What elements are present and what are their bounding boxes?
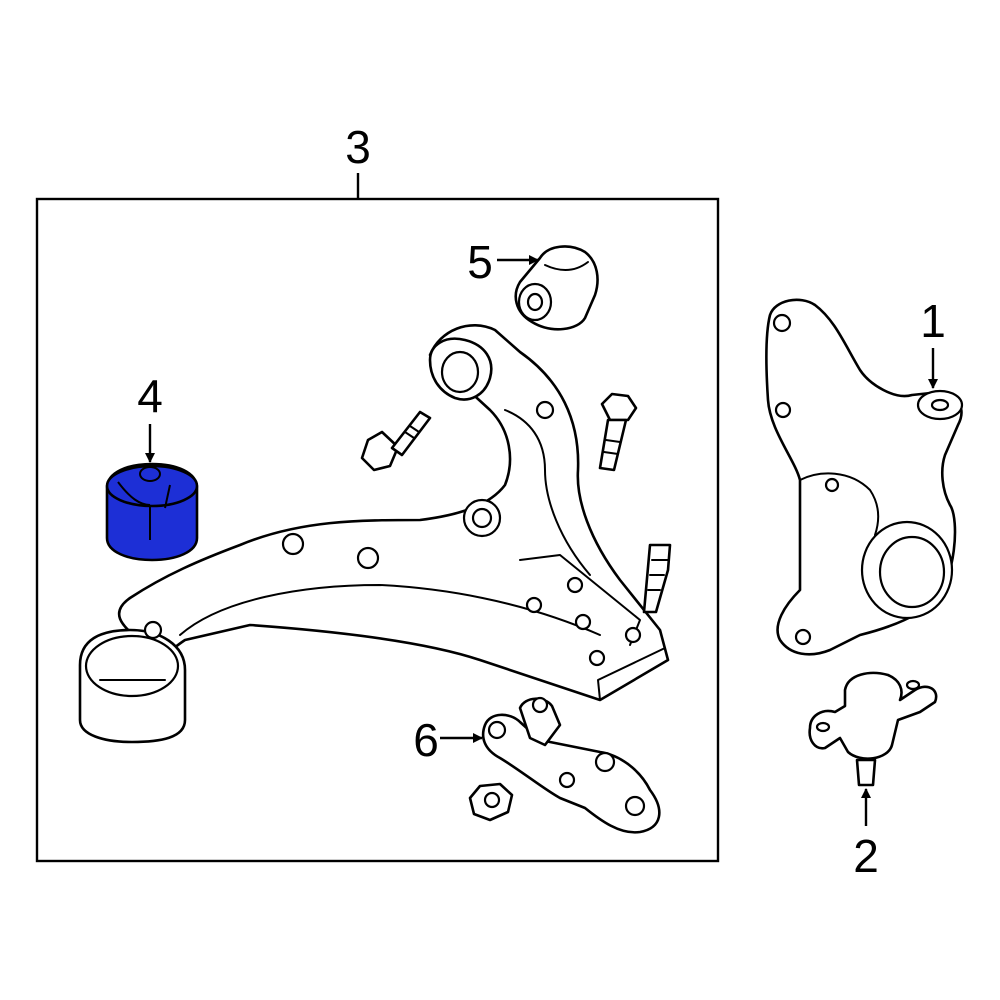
bushing-4-highlighted[interactable] (105, 462, 199, 562)
nut[interactable] (468, 782, 514, 822)
stud[interactable] (642, 543, 672, 614)
bracket-6[interactable] (481, 696, 661, 834)
steering-knuckle-1[interactable] (765, 298, 964, 656)
bolt-vertical[interactable] (598, 392, 638, 472)
lower-control-arm[interactable] (78, 324, 670, 744)
callout-2[interactable]: 2 (853, 830, 879, 882)
callout-1[interactable]: 1 (920, 295, 946, 347)
assembly-box (35, 197, 720, 863)
callout-4[interactable]: 4 (137, 370, 163, 422)
ball-joint-2[interactable] (808, 671, 938, 787)
callout-6[interactable]: 6 (413, 714, 439, 766)
bolt-angled[interactable] (360, 410, 432, 472)
callout-3[interactable]: 3 (345, 121, 371, 173)
bushing-5[interactable] (514, 245, 599, 331)
callout-5[interactable]: 5 (467, 236, 493, 288)
